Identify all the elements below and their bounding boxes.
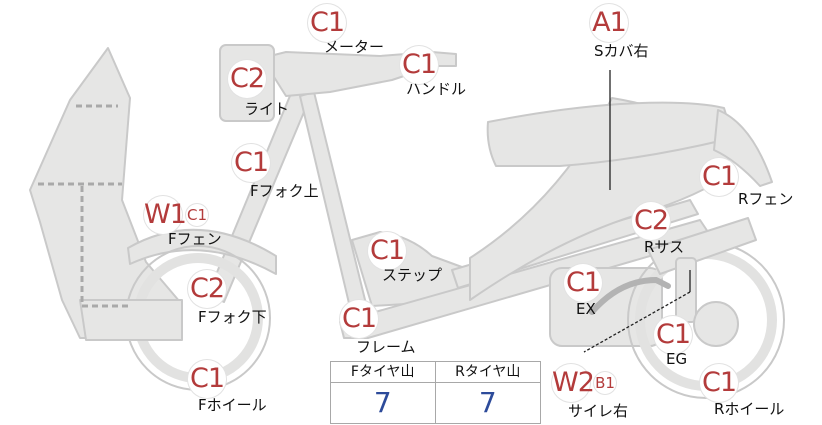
f-wheel-label: Fホイール [198,396,267,414]
f-wheel-grade-badge[interactable]: C1 [188,360,226,398]
exhaust-label: EX [576,300,596,318]
engine-grade-badge[interactable]: C1 [654,316,692,354]
rear-suspension [647,217,757,275]
light-grade-badge[interactable]: C2 [228,60,266,98]
rear-tail [713,109,773,187]
step-grade-badge[interactable]: C1 [368,232,406,270]
rear-shock [675,257,697,323]
r-suspension-grade-badge[interactable]: C2 [632,202,670,240]
leg-shield-lower [79,299,183,341]
f-fork-lower-grade-badge[interactable]: C2 [188,270,226,308]
f-fender-subgrade-badge[interactable]: C1 [186,204,208,226]
f-fork-lower-label: Fフォク下 [198,308,267,326]
step-label: ステップ [382,266,443,284]
light-label: ライト [244,100,290,118]
frame-rod [299,91,369,317]
front-tread-header: Fタイヤ山 [331,362,436,383]
rear-tread-value: 7 [478,386,497,419]
muffler-right-label: サイレ右 [568,402,629,420]
panel-seam-3 [80,186,132,308]
leader-muffler-2 [583,291,691,353]
r-fender-grade-badge[interactable]: C1 [700,158,738,196]
s-cover-right-label: Sカバ右 [594,42,649,60]
meter-label: メーター [324,38,385,56]
frame-label: フレーム [356,338,416,356]
meter-grade-badge[interactable]: C1 [308,4,346,42]
r-wheel-label: Rホイール [714,400,785,418]
handle-label: ハンドル [406,80,467,98]
s-cover-right-grade-badge[interactable]: A1 [590,4,628,42]
r-fender-label: Rフェン [738,190,794,208]
tire-tread-table: Fタイヤ山 Rタイヤ山 7 7 [330,361,541,424]
f-fender-label: Fフェン [168,230,222,248]
f-fork-upper-label: Fフォク上 [250,182,319,200]
f-fender-grade-badge[interactable]: W1 [144,196,187,234]
exhaust-pipe [589,276,671,315]
engine-label: EG [666,350,688,368]
rear-tread-header: Rタイヤ山 [435,362,540,383]
muffler-right-subgrade-badge[interactable]: B1 [594,372,616,394]
muffler-right-grade-badge[interactable]: W2 [552,364,595,402]
exhaust-grade-badge[interactable]: C1 [564,264,602,302]
f-fork-upper-grade-badge[interactable]: C1 [232,144,270,182]
rear-hub [693,301,739,347]
r-wheel-grade-badge[interactable]: C1 [700,364,738,402]
front-tread-value: 7 [331,383,436,423]
handle-grade-badge[interactable]: C1 [400,46,438,84]
r-suspension-label: Rサス [644,238,685,256]
leg-shield [29,47,181,339]
frame-grade-badge[interactable]: C1 [340,300,378,338]
